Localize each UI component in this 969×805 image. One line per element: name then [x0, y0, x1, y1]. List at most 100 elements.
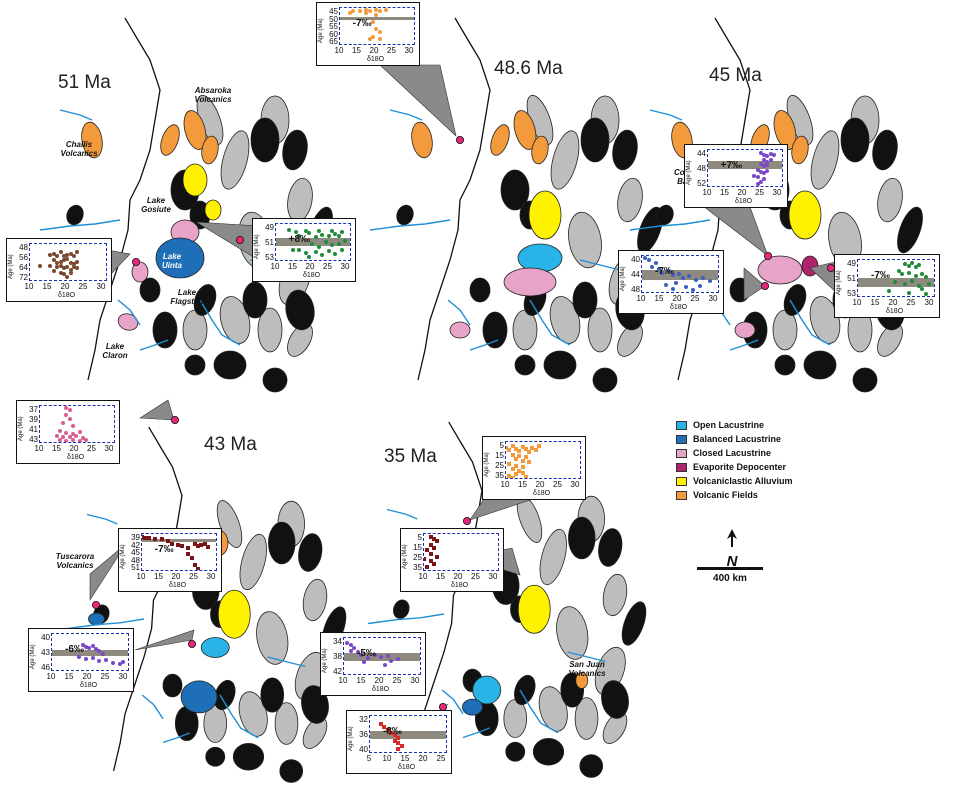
inset-x-tick: 15: [870, 298, 880, 307]
inset-data-point: [159, 537, 164, 542]
north-arrow: N: [722, 528, 742, 570]
inset-data-point: [313, 235, 318, 240]
inset-data-point: [513, 472, 518, 476]
balanced-lake-43: [180, 680, 218, 714]
site-43-north-marker: [170, 415, 179, 424]
inset-data-point: [396, 657, 401, 662]
inset-data-point: [758, 150, 763, 155]
inset-data-point: [202, 542, 207, 547]
inset-data-point: [428, 559, 433, 563]
north-label: N: [726, 553, 738, 570]
inset-x-tick: 20: [305, 262, 315, 271]
inset-data-point: [55, 254, 60, 259]
inset-y-tick: 52: [697, 179, 706, 188]
uplift-51-7: [219, 296, 251, 344]
river-48-6-5: [469, 339, 499, 351]
inset-gray-band: [340, 16, 414, 21]
inset-x-tick: 10: [418, 572, 428, 581]
inset-data-point: [90, 643, 95, 648]
inset-data-point: [374, 8, 379, 12]
river-35-0: [367, 613, 445, 625]
inset-data-point: [707, 279, 712, 284]
inset-data-point: [333, 231, 338, 236]
inset-data-point: [196, 567, 201, 570]
river-51-2: [117, 299, 141, 326]
label-lake-gosiute: Lake Gosiute: [141, 196, 171, 214]
inset-data-point: [382, 663, 387, 668]
inset-y-axis-label: Age (Ma): [836, 270, 842, 295]
inset-shift-label: -8‰: [383, 725, 402, 737]
inset-data-point: [684, 284, 689, 289]
legend-swatch: [676, 490, 687, 500]
river-45-3: [789, 299, 831, 346]
inset-shift-label: -7‰: [352, 17, 372, 29]
volcaniclastic-alluvium-48-6: [528, 190, 562, 240]
inset-data-point: [768, 158, 773, 163]
inset-x-tick: 10: [852, 298, 862, 307]
inset-data-point: [297, 248, 302, 253]
inset-data-point: [389, 658, 394, 663]
inset-data-point: [364, 11, 369, 16]
legend-swatch: [676, 420, 687, 430]
inset-data-point: [68, 261, 73, 265]
inset-data-point: [287, 227, 292, 232]
uplift-35-3: [602, 573, 628, 617]
inset-data-point: [392, 733, 397, 737]
inset-x-tick: 20: [535, 480, 545, 489]
inset-data-point: [38, 263, 43, 268]
uplift-48-6-4: [568, 211, 602, 269]
volcaniclastic-alluvium-51-1: [204, 199, 222, 221]
inset-data-point: [290, 247, 295, 252]
scale-bar: [697, 567, 763, 570]
inset-plot-area: [275, 223, 351, 261]
inset-data-point: [530, 446, 535, 450]
volcaniclastic-alluvium-43: [217, 589, 251, 639]
inset-data-point: [646, 258, 651, 263]
basin-43-4: [260, 677, 285, 713]
inset-data-point: [83, 656, 88, 661]
inset-data-point: [65, 274, 70, 279]
inset-y-tick: 64: [19, 263, 28, 272]
inset-data-point: [121, 660, 126, 665]
inset-data-point: [772, 153, 777, 158]
inset-data-point: [896, 268, 901, 273]
legend-label: Open Lacustrine: [693, 420, 765, 430]
inset-data-point: [900, 272, 905, 277]
inset-data-point: [72, 262, 77, 267]
inset-data-point: [385, 727, 390, 732]
basin-48-6-12: [469, 277, 491, 303]
inset-data-point: [923, 275, 928, 280]
inset-data-point: [74, 434, 79, 439]
inset-data-point: [67, 408, 72, 413]
inset-data-point: [513, 464, 518, 468]
inset-data-point: [527, 460, 532, 464]
inset-data-point: [199, 542, 204, 547]
inset-y-tick: 5: [417, 533, 422, 542]
basin-45-13: [656, 204, 674, 226]
inset-x-axis-label: δ18O: [735, 198, 753, 205]
inset-data-point: [680, 275, 685, 280]
inset-y-tick: 35: [495, 471, 504, 480]
inset-y-tick: 42: [333, 667, 342, 676]
inset-x-tick: 30: [96, 282, 106, 291]
basin-48-6-0: [580, 117, 610, 163]
inset-data-point: [507, 448, 512, 452]
inset-y-tick: 48: [19, 243, 28, 252]
inset-data-point: [192, 562, 197, 567]
inset-data-point: [520, 465, 525, 469]
inset-x-tick: 10: [382, 754, 392, 763]
volcaniclastic-alluvium-51-0: [182, 163, 208, 197]
river-35-2: [441, 689, 464, 715]
inset-data-point: [663, 283, 668, 288]
river-45-0: [629, 219, 711, 231]
inset-data-point: [670, 287, 675, 292]
age-title-43: 43 Ma: [204, 434, 257, 455]
inset-data-point: [75, 250, 80, 255]
basin-35-13: [393, 599, 410, 619]
inset-data-point: [765, 162, 770, 167]
inset-y-tick: 37: [29, 405, 38, 414]
